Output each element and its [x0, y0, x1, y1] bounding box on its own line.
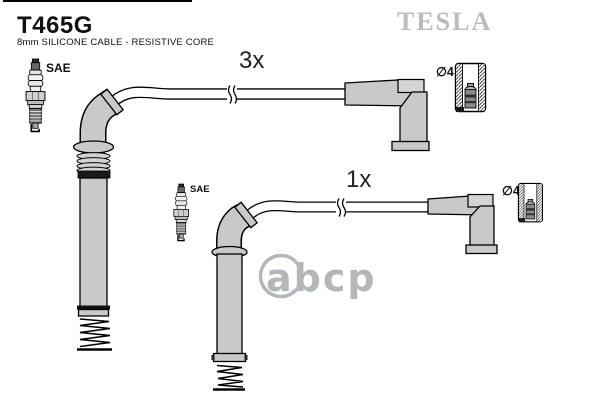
top-edge-mark	[3, 0, 192, 2]
spring-coil	[216, 364, 244, 388]
bottom-cable-assembly	[211, 193, 498, 391]
top-cable-assembly	[72, 78, 430, 351]
product-subtitle: 8mm SILICONE CABLE - RESISTIVE CORE	[17, 37, 214, 48]
watermark-ring	[258, 253, 304, 299]
terminal-diameter-label: ∅4	[436, 65, 454, 79]
cable-break-mark	[227, 85, 238, 104]
spark-plug-icon	[173, 183, 190, 242]
bottom-cable-quantity-label: 1x	[346, 166, 371, 193]
straight-boot	[427, 193, 498, 255]
sae-standard-label: SAE	[190, 184, 210, 195]
cable-break-mark	[336, 198, 347, 217]
watermark-text: abcp	[266, 256, 377, 300]
part-number: T465G	[17, 12, 93, 39]
sae-standard-label: SAE	[46, 61, 71, 75]
watermark: abcp	[258, 253, 377, 300]
spring-coil	[79, 318, 111, 348]
top-cable-quantity-label: 3x	[239, 47, 264, 74]
elbow-boot	[72, 88, 125, 351]
brand-logo: TESLA	[397, 7, 492, 36]
terminal-connector-icon	[517, 182, 543, 223]
terminal-diameter-label: ∅4	[502, 184, 520, 198]
spark-plug-icon	[25, 58, 46, 133]
straight-boot	[344, 78, 430, 152]
terminal-connector-icon	[454, 62, 487, 113]
elbow-boot	[211, 201, 259, 391]
